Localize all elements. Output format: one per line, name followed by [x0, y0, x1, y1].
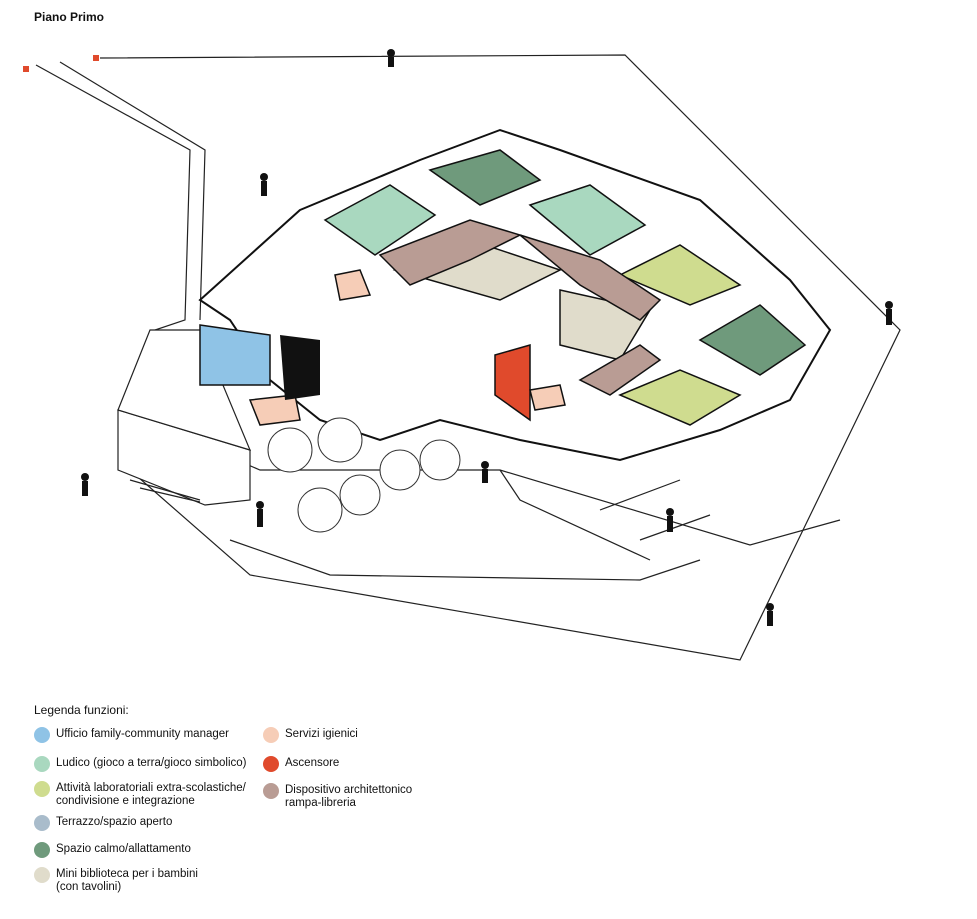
room-lab-1 [618, 244, 742, 306]
trees [267, 417, 461, 533]
legend-item-biblioteca: Mini biblioteca per i bambini (con tavol… [34, 867, 198, 894]
room-ufficio [199, 324, 271, 386]
ramp-libreria-1 [378, 219, 523, 286]
legend-item-terrazzo: Terrazzo/spazio aperto [34, 815, 173, 831]
people [81, 49, 893, 626]
legend-swatch [34, 781, 50, 797]
legend-swatch [34, 867, 50, 883]
servizi-1 [334, 269, 372, 301]
room-ludico-2 [528, 184, 647, 256]
room-calmo-2 [698, 304, 807, 376]
legend-label: Dispositivo architettonico rampa-libreri… [285, 784, 413, 809]
legend-swatch [34, 842, 50, 858]
legend-label: Spazio calmo/allattamento [56, 843, 191, 855]
servizi-2 [248, 394, 301, 426]
markers [23, 55, 99, 72]
servizi-3 [529, 384, 566, 411]
room-calmo-1 [428, 149, 542, 206]
legend-item-ufficio: Ufficio family-community manager [34, 727, 229, 743]
room-ludico-1 [323, 184, 437, 256]
legend-item-servizi: Servizi igienici [263, 727, 358, 743]
legend-label: Attività laboratoriali extra-scolastiche… [56, 782, 246, 807]
axonometric-floor-plan [23, 49, 901, 661]
legend-item-rampa: Dispositivo architettonico rampa-libreri… [263, 783, 413, 810]
legend-swatch [34, 727, 50, 743]
legend-swatch [263, 783, 279, 799]
legend-swatch [34, 815, 50, 831]
legend-swatch [34, 756, 50, 772]
ramp-libreria-3 [578, 344, 662, 396]
legend-label: Ufficio family-community manager [56, 728, 229, 740]
legend-item-laboratoriali: Attività laboratoriali extra-scolastiche… [34, 781, 246, 808]
legend-label: Ludico (gioco a terra/gioco simbolico) [56, 757, 247, 769]
legend-item-ascensore: Ascensore [263, 756, 340, 772]
legend-item-ludico: Ludico (gioco a terra/gioco simbolico) [34, 756, 247, 772]
ascensore [494, 344, 531, 422]
legend-title: Legenda funzioni: [34, 703, 129, 717]
legend-label: Terrazzo/spazio aperto [56, 816, 173, 828]
black-wall [280, 335, 320, 400]
legend-item-spazio-calmo: Spazio calmo/allattamento [34, 842, 191, 858]
room-lab-2 [618, 369, 742, 426]
ramp-libreria-2 [519, 234, 662, 321]
legend-swatch [263, 756, 279, 772]
legend-label: Servizi igienici [285, 728, 358, 740]
legend-swatch [263, 727, 279, 743]
page-title: Piano Primo [34, 10, 105, 24]
legend-label: Ascensore [285, 757, 340, 769]
legend-label: Mini biblioteca per i bambini (con tavol… [56, 868, 198, 893]
